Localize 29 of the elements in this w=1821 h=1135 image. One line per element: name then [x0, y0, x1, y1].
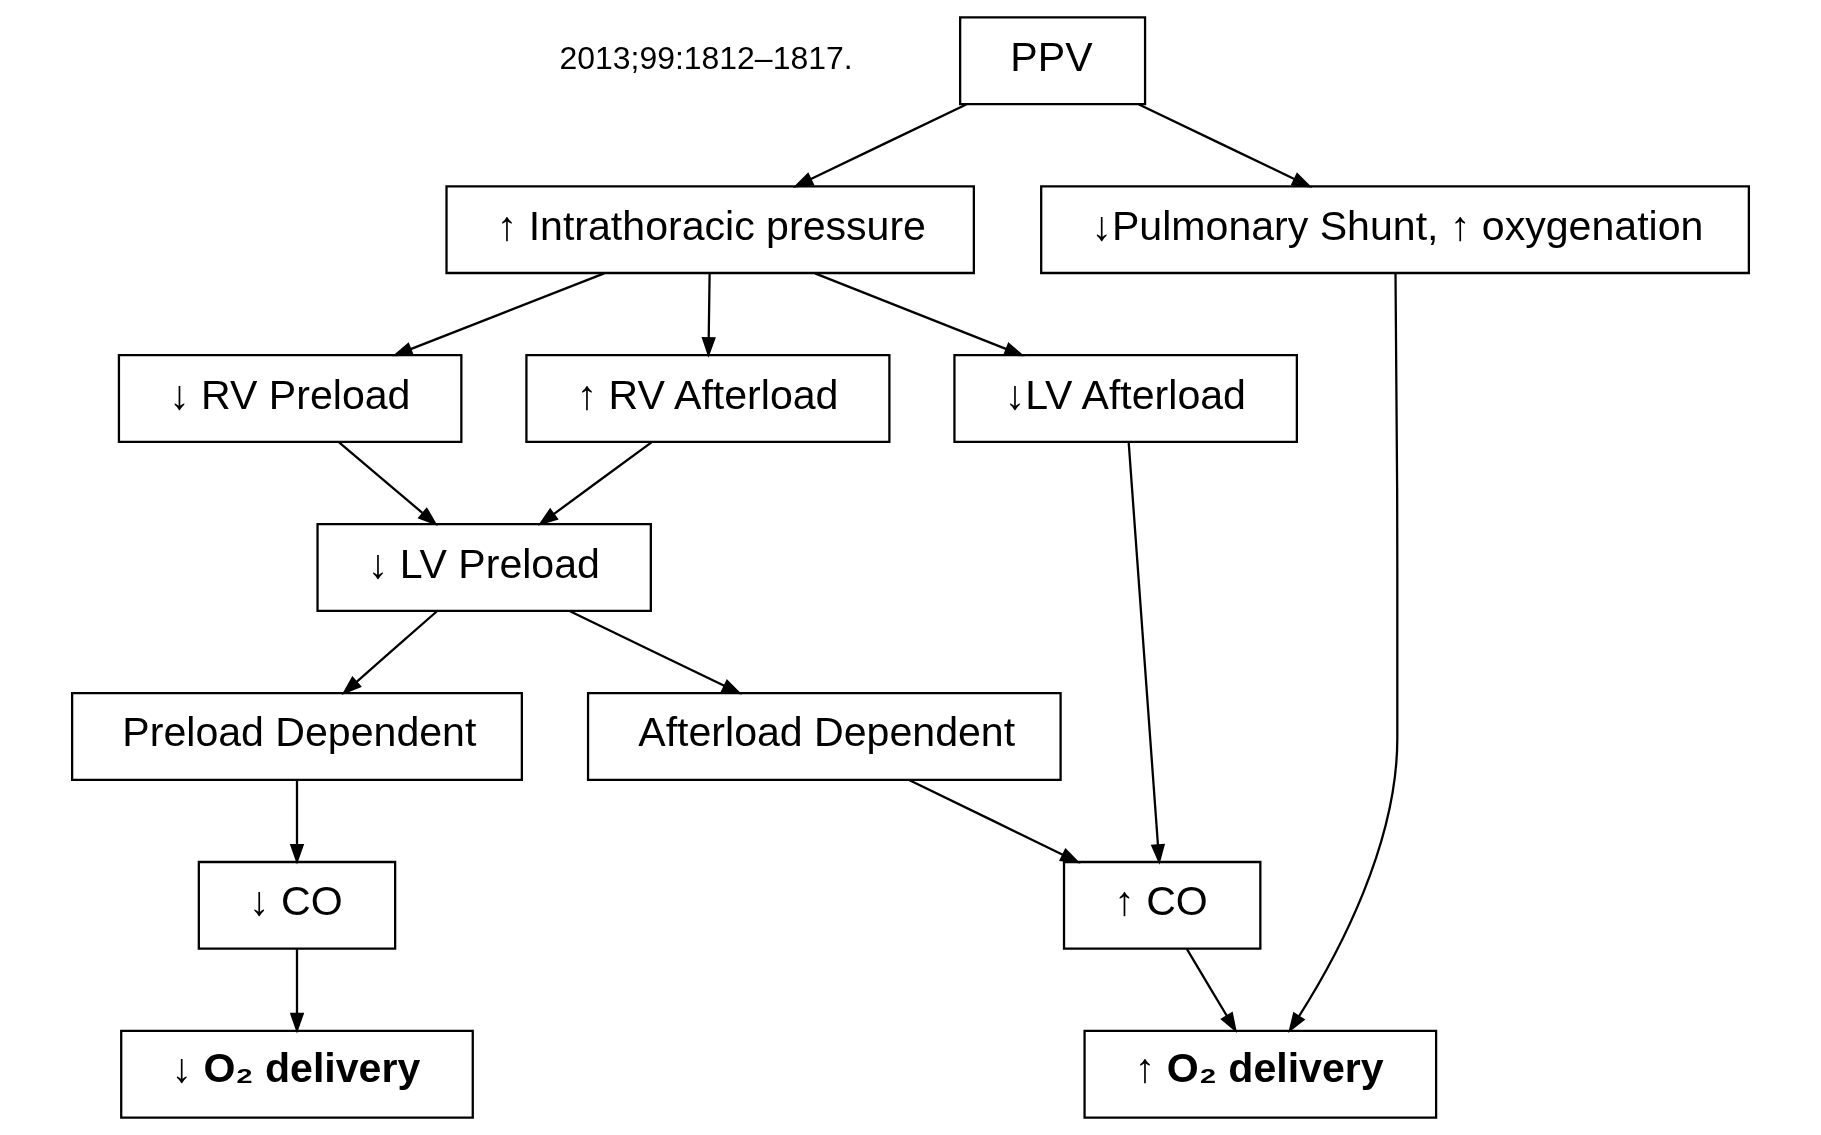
arrow	[814, 272, 1025, 357]
arrow	[909, 779, 1081, 864]
arrow	[289, 780, 305, 865]
arrow	[1138, 103, 1313, 188]
node-box: ↓LV Afterload	[953, 354, 1298, 444]
arrow	[1185, 948, 1237, 1033]
node-box: ↓ RV Preload	[117, 354, 463, 444]
node-box: Preload Dependent	[71, 691, 523, 781]
node-box: PPV	[959, 16, 1147, 106]
arrow	[537, 441, 653, 526]
label: 2013;99:1812–1817.	[559, 40, 853, 77]
node-box: ↑ O₂ delivery	[1083, 1029, 1438, 1119]
node-box: ↓ CO	[197, 860, 397, 950]
arrow	[569, 610, 743, 695]
node-box: ↓Pulmonary Shunt, ↑ oxygenation	[1040, 185, 1750, 275]
arrow	[392, 272, 605, 357]
arrow	[1288, 274, 1399, 1033]
arrow	[792, 103, 967, 188]
node-box: ↑ RV Afterload	[525, 354, 891, 444]
arrow	[341, 610, 438, 695]
arrow	[338, 441, 438, 526]
node-box: Afterload Dependent	[586, 691, 1062, 781]
arrow	[289, 949, 305, 1034]
node-box: ↓ LV Preload	[316, 523, 652, 612]
arrow	[701, 273, 716, 358]
node-box: ↑ CO	[1062, 860, 1262, 950]
node-box: ↓ O₂ delivery	[120, 1029, 474, 1119]
arrow	[1127, 441, 1166, 865]
node-box: ↑ Intrathoracic pressure	[445, 185, 975, 275]
